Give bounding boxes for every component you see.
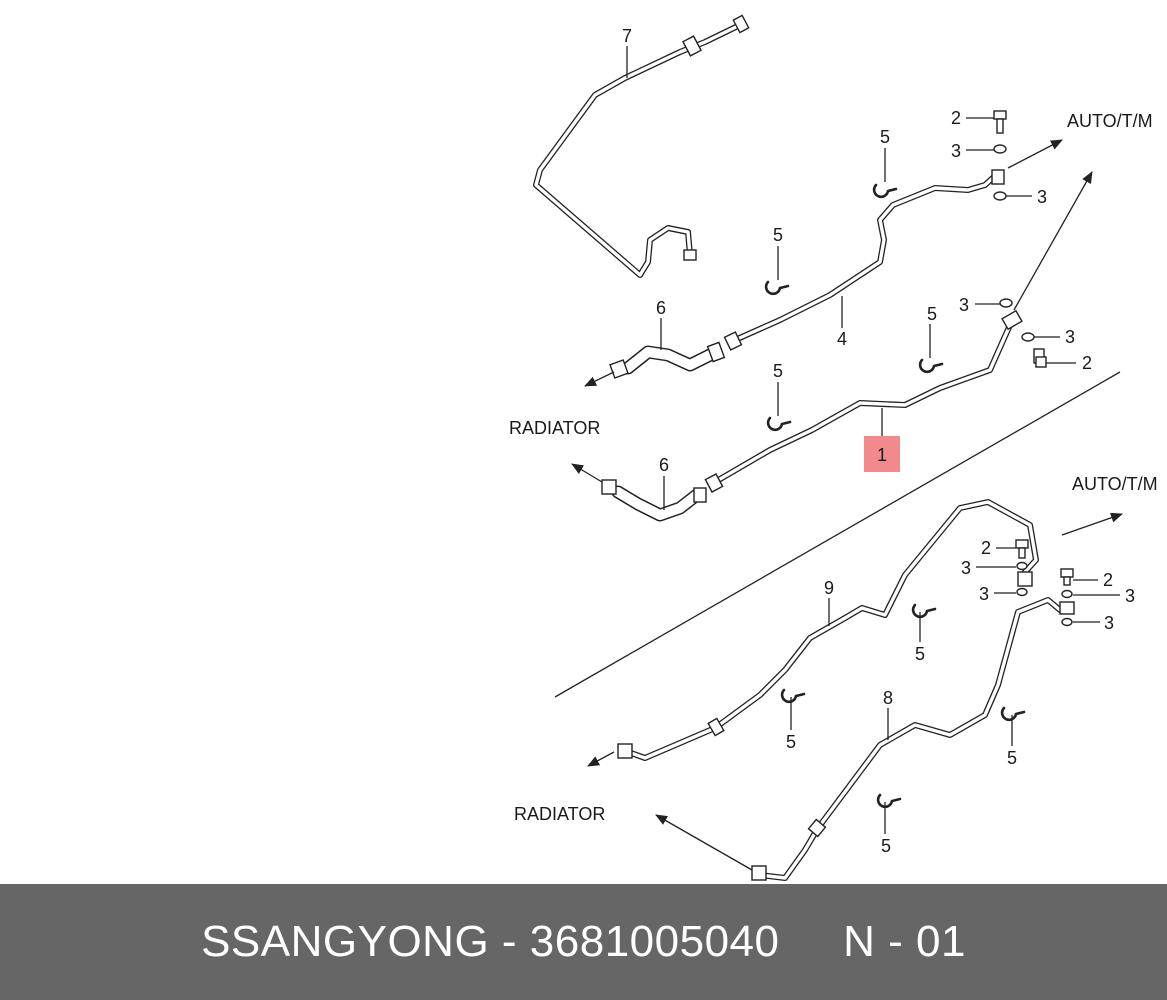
footer-text: SSANGYONG - 3681005040 N - 01 — [201, 917, 966, 966]
callout-6: 6 — [656, 298, 666, 318]
arrow-radiator-bottom-2 — [655, 814, 753, 871]
clip-5g — [1000, 706, 1026, 722]
callout-8: 8 — [883, 688, 893, 708]
clip-5d — [766, 416, 792, 432]
callout-5: 5 — [880, 127, 890, 147]
label-radiator-bottom: RADIATOR — [514, 804, 605, 824]
callout-3: 3 — [979, 584, 989, 604]
callout-9: 9 — [824, 578, 834, 598]
callout-5: 5 — [786, 732, 796, 752]
hose-6-bottom — [601, 479, 707, 522]
callout-6: 6 — [659, 455, 669, 475]
highlight-part-1 — [864, 436, 900, 472]
arrow-auto-top-1 — [1007, 139, 1063, 169]
callout-5: 5 — [773, 225, 783, 245]
callout-1: 1 — [877, 445, 887, 465]
callout-3: 3 — [1065, 327, 1075, 347]
label-auto-tm-bottom: AUTO/T/M — [1072, 474, 1158, 494]
arrow-auto-top-2 — [1013, 171, 1093, 311]
callout-2: 2 — [1082, 353, 1092, 373]
label-auto-tm-top: AUTO/T/M — [1067, 111, 1153, 131]
pipe-1 — [704, 309, 1045, 493]
callout-2: 2 — [951, 108, 961, 128]
clips — [764, 183, 1026, 809]
clip-5a — [872, 183, 898, 199]
callout-5: 5 — [915, 644, 925, 664]
parts-diagram: 7 5 2 3 3 5 6 4 3 5 3 2 5 1 6 9 2 3 3 2 … — [509, 14, 1158, 881]
callout-2: 2 — [1103, 570, 1113, 590]
callout-3: 3 — [951, 141, 961, 161]
part-number-footer: SSANGYONG - 3681005040 N - 01 — [0, 884, 1167, 1000]
callout-7: 7 — [622, 26, 632, 46]
flow-arrows — [571, 139, 1123, 871]
callout-2: 2 — [981, 538, 991, 558]
pipe-9 — [617, 499, 1039, 761]
callout-3: 3 — [959, 295, 969, 315]
callout-5: 5 — [1007, 748, 1017, 768]
arrow-radiator-top-1 — [584, 371, 615, 387]
callouts: 7 5 2 3 3 5 6 4 3 5 3 2 5 1 6 9 2 3 3 2 … — [622, 26, 1135, 856]
callout-3: 3 — [961, 558, 971, 578]
callout-4: 4 — [837, 329, 847, 349]
clip-5f — [780, 688, 806, 704]
hose-6-top — [609, 341, 726, 379]
arrow-radiator-bottom-1 — [587, 751, 615, 767]
clip-5e — [911, 603, 937, 619]
clip-5h — [876, 793, 902, 809]
pipe-8 — [751, 597, 1075, 881]
label-radiator-top: RADIATOR — [509, 418, 600, 438]
callout-5: 5 — [773, 361, 783, 381]
pipe-7 — [533, 14, 750, 278]
callout-3: 3 — [1037, 187, 1047, 207]
separator-line — [554, 371, 1121, 698]
pipe-4 — [723, 169, 1005, 351]
direction-labels: AUTO/T/M RADIATOR AUTO/T/M RADIATOR — [509, 111, 1158, 824]
callout-3: 3 — [1125, 586, 1135, 606]
clip-5b — [764, 280, 790, 296]
arrow-auto-bottom — [1061, 512, 1123, 536]
callout-5: 5 — [927, 304, 937, 324]
clip-5c — [918, 358, 944, 374]
arrow-radiator-top-2 — [571, 463, 603, 483]
callout-5: 5 — [881, 836, 891, 856]
leader-lines — [626, 46, 1120, 834]
fasteners — [993, 110, 1074, 627]
callout-3: 3 — [1104, 613, 1114, 633]
